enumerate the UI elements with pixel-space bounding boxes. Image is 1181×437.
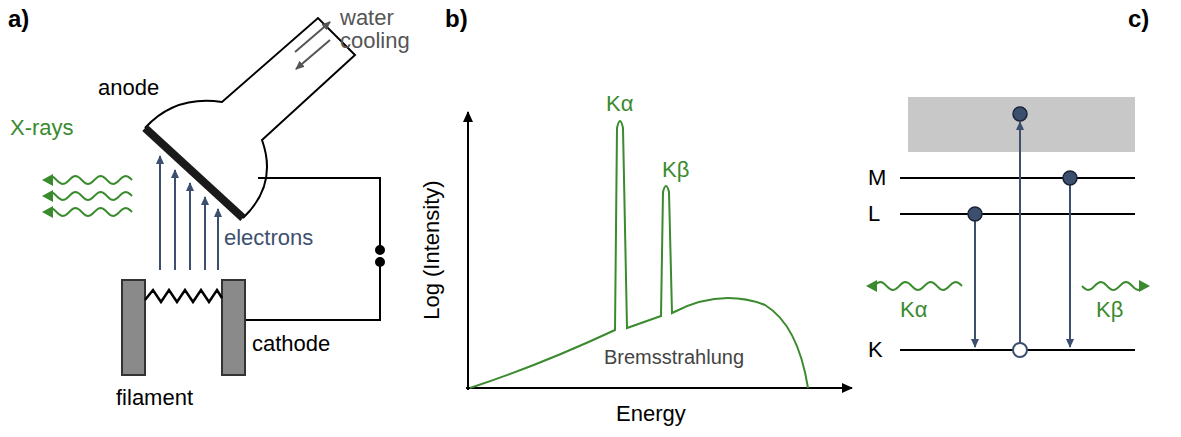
electron-arrows	[160, 156, 218, 270]
anode-drawing	[145, 18, 355, 218]
photon-waves	[42, 174, 1150, 292]
line-label: Kα	[900, 298, 927, 322]
peak-label: Kβ	[662, 158, 689, 182]
electron-dot	[968, 207, 982, 221]
axis-label: Energy	[616, 402, 686, 426]
axis-label: Log (Intensity)	[420, 180, 444, 319]
panel-letter: c)	[1128, 6, 1149, 32]
photon-wave	[1082, 282, 1140, 290]
ionization-arrow	[1019, 122, 1021, 343]
part-label: filament	[116, 386, 193, 410]
transition-arrow	[974, 220, 976, 347]
electron-arrow	[159, 156, 161, 270]
water-arrow	[295, 22, 330, 52]
wave-head	[42, 190, 53, 202]
vacancy	[1013, 343, 1027, 357]
water-arrow	[296, 40, 330, 69]
water-label: water cooling	[340, 6, 430, 52]
y-axis	[467, 112, 469, 390]
shell-label: K	[868, 338, 883, 362]
panel-letter: a)	[8, 6, 29, 32]
part-label: X-rays	[10, 116, 74, 140]
level-line	[900, 177, 1135, 179]
electron-arrow	[174, 170, 176, 270]
cathode-drawing	[122, 280, 245, 375]
spectrum-curve	[470, 121, 808, 388]
transition-arrow	[1069, 184, 1071, 347]
electron-dot	[1063, 171, 1077, 185]
shell-label: M	[868, 166, 886, 190]
terminal	[376, 246, 384, 254]
cathode-block	[222, 280, 245, 375]
wave-head	[42, 174, 53, 186]
cathode-block	[122, 280, 145, 375]
part-label: electrons	[224, 226, 313, 250]
x-axis	[466, 387, 852, 389]
peak-label: Kα	[606, 92, 633, 116]
anode-outline	[145, 18, 355, 218]
wire	[245, 262, 380, 320]
photon-wave	[52, 192, 132, 200]
filament-coil	[145, 290, 222, 302]
shell-label: L	[868, 202, 880, 226]
terminal	[376, 258, 384, 266]
part-label: anode	[98, 76, 159, 100]
region-label: Bremsstrahlung	[604, 346, 744, 368]
spectrum-plot	[466, 112, 852, 390]
photon-wave	[52, 176, 132, 184]
wave-head	[1139, 280, 1150, 292]
electron-arrow	[217, 209, 219, 270]
line-label: Kβ	[1096, 298, 1123, 322]
wave-head	[866, 280, 877, 292]
part-label: cathode	[252, 332, 330, 356]
electron-arrow	[189, 183, 191, 270]
electron-arrow	[204, 197, 206, 270]
level-line	[900, 213, 1135, 215]
photon-wave	[876, 282, 962, 290]
energy-levels	[900, 97, 1135, 357]
wave-head	[42, 206, 53, 218]
photon-wave	[52, 208, 132, 216]
electron-dot	[1013, 107, 1027, 121]
continuum-band	[908, 97, 1135, 152]
panel-letter: b)	[445, 6, 468, 32]
